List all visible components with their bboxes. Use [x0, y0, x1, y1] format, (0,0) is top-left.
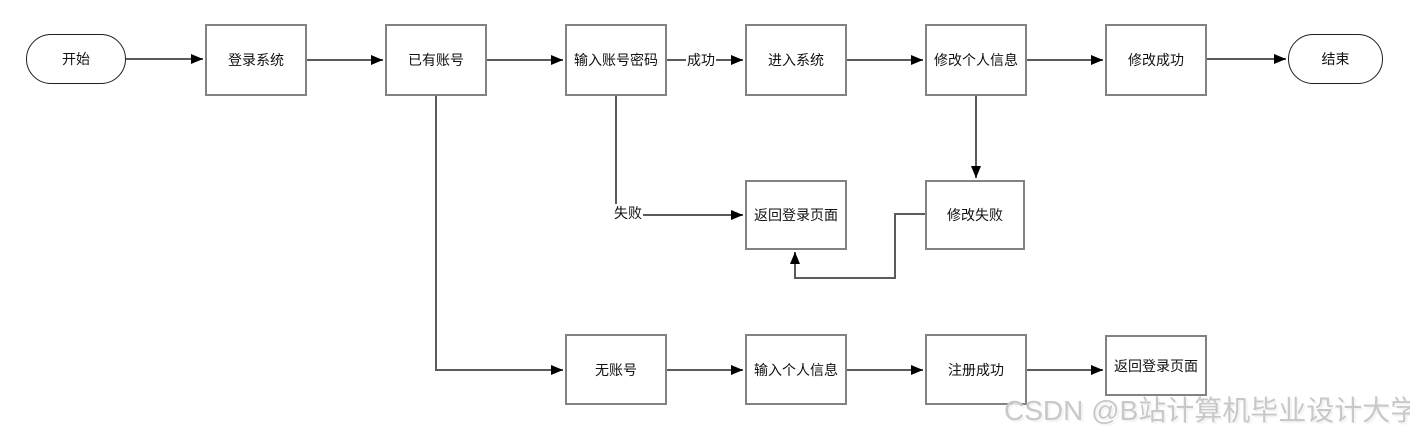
node-register-success: 注册成功 [925, 334, 1027, 405]
node-modify-fail: 修改失败 [925, 180, 1025, 250]
node-modify-profile: 修改个人信息 [925, 24, 1027, 96]
node-end: 结束 [1288, 34, 1383, 84]
node-modify-success: 修改成功 [1105, 24, 1207, 96]
node-enter-system: 进入系统 [745, 24, 847, 96]
node-input-profile: 输入个人信息 [745, 334, 847, 405]
node-login-system: 登录系统 [205, 24, 307, 96]
edge-hasaccount-to-noaccount [435, 96, 563, 375]
edge-label-fail: 失败 [613, 204, 643, 222]
csdn-watermark: CSDN @B站计算机毕业设计大学 [1004, 395, 1410, 426]
node-input-credentials: 输入账号密码 [565, 24, 667, 96]
edge-credentials-fail-to-backlogin [615, 96, 743, 220]
node-start: 开始 [26, 34, 126, 84]
edge-label-success: 成功 [686, 51, 716, 69]
edge-modifyfail-to-backlogin [790, 213, 925, 279]
node-has-account: 已有账号 [385, 24, 487, 96]
node-back-to-login-bottom: 返回登录页面 [1105, 335, 1207, 396]
node-back-to-login-mid: 返回登录页面 [745, 180, 847, 250]
node-no-account: 无账号 [565, 334, 667, 405]
